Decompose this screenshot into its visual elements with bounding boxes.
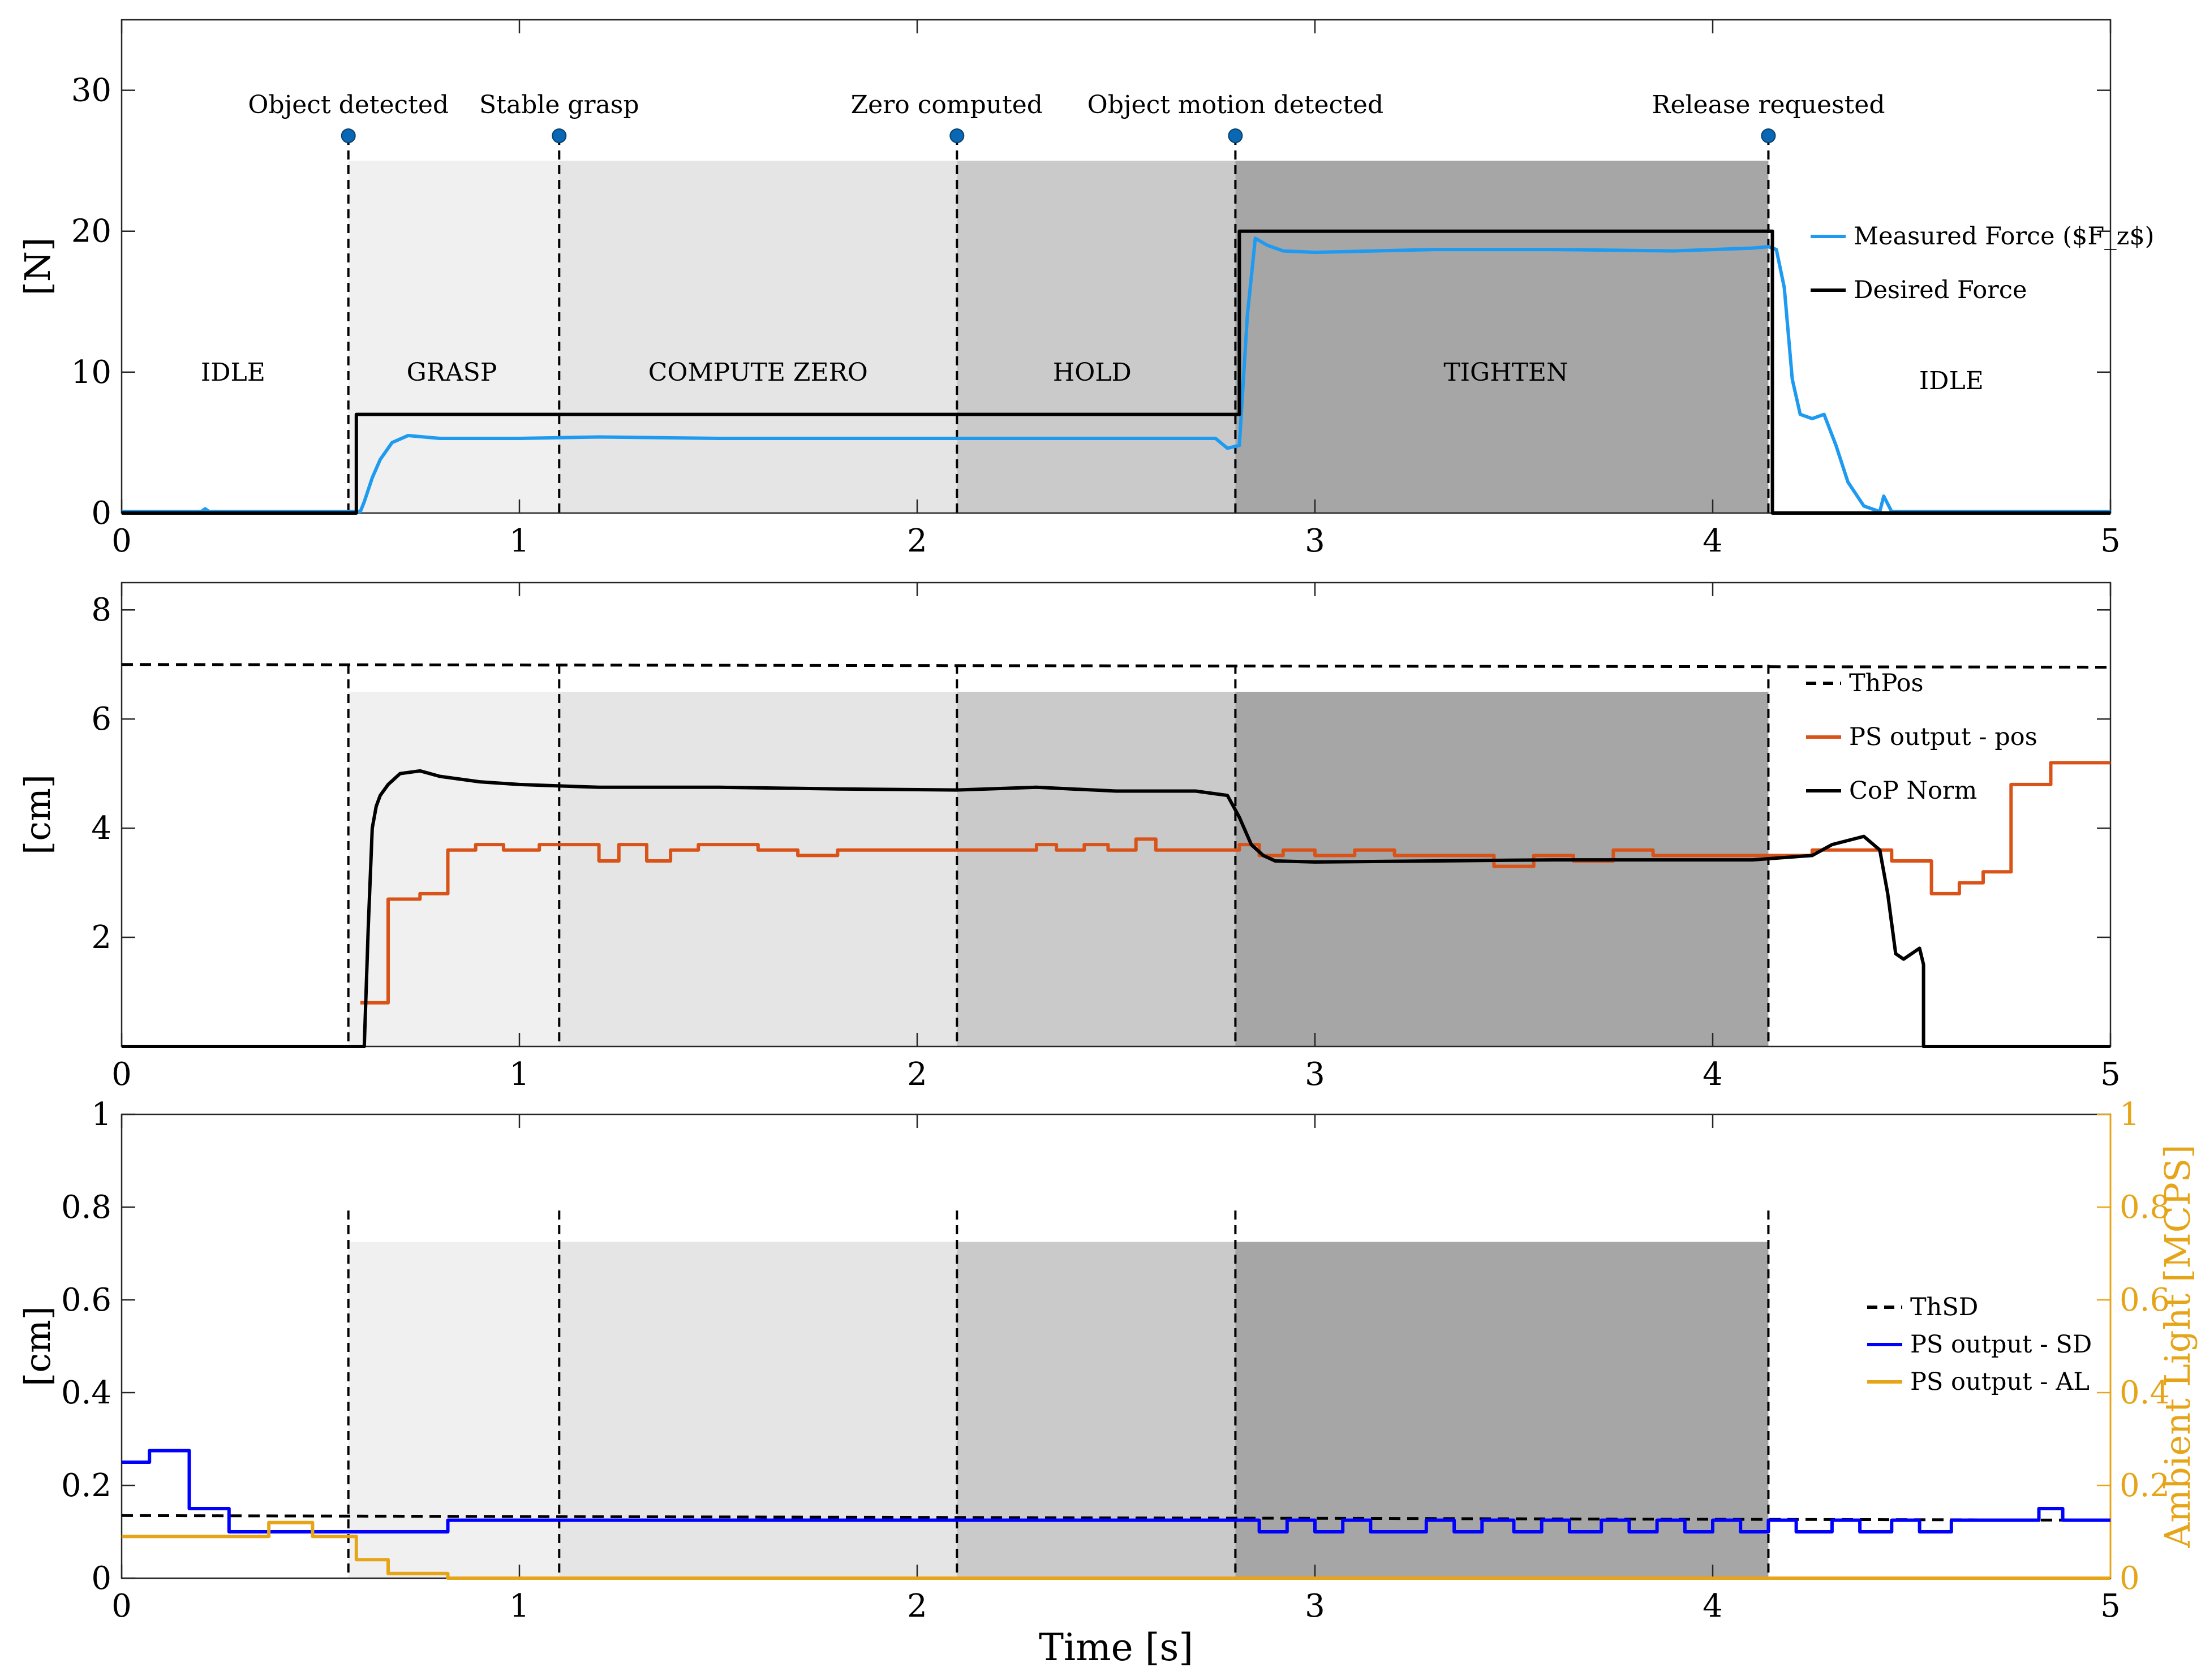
y-tick-label: 6 <box>91 701 111 738</box>
y-tick-label: 0.4 <box>61 1375 111 1411</box>
x-tick-label: 4 <box>1703 1588 1723 1625</box>
y-tick-label: 0.6 <box>61 1282 111 1319</box>
y-tick-label: 4 <box>91 810 111 847</box>
event-marker <box>1228 128 1243 143</box>
series-line <box>122 1449 2110 1533</box>
right-y-tick-label: 0 <box>2120 1560 2140 1597</box>
state-label: TIGHTEN <box>1443 358 1568 387</box>
event-marker <box>1761 128 1776 143</box>
y-tick-label: 8 <box>91 592 111 628</box>
legend-label: PS output - AL <box>1910 1368 2090 1396</box>
state-shading <box>957 1242 1236 1578</box>
state-shading <box>559 161 957 514</box>
x-tick-label: 1 <box>509 523 530 559</box>
series-line <box>360 761 2110 1005</box>
state-label: IDLE <box>201 358 265 387</box>
event-label: Object detected <box>248 91 449 119</box>
event-label: Release requested <box>1652 91 1885 119</box>
y-tick-label: 0 <box>91 1560 111 1597</box>
right-y-tick-label: 1 <box>2120 1096 2140 1133</box>
right-y-tick-label: 0.2 <box>2120 1467 2170 1504</box>
x-tick-label: 0 <box>111 523 132 559</box>
axes-box <box>121 19 2112 514</box>
y-tick-label: 0.8 <box>61 1189 111 1226</box>
series-line <box>121 663 2111 669</box>
state-label: COMPUTE ZERO <box>648 358 868 387</box>
y-tick-label: 0 <box>91 495 111 532</box>
state-shading <box>559 1242 957 1578</box>
y-tick-label: 2 <box>91 919 111 956</box>
x-tick-label: 1 <box>509 1056 530 1093</box>
x-tick-label: 4 <box>1703 1056 1723 1093</box>
x-tick-label: 5 <box>2100 1588 2121 1625</box>
axes-box <box>121 581 2112 1048</box>
right-y-axis-label: Ambient Light [MCPS] <box>2157 1144 2198 1548</box>
x-tick-label: 4 <box>1703 523 1723 559</box>
x-tick-label: 5 <box>2100 523 2121 559</box>
y-axis-label: [N] <box>17 238 58 296</box>
event-label: Zero computed <box>851 91 1043 119</box>
x-tick-label: 3 <box>1305 1588 1325 1625</box>
y-axis-label: [cm] <box>17 774 58 855</box>
state-shading <box>1235 1242 1769 1578</box>
state-shading <box>1235 161 1769 514</box>
force-panel: 0 1 2 3 4 5 0 10 20 30 [N] Object detected Stable gr… <box>17 19 2154 559</box>
x-tick-label: 0 <box>111 1588 132 1625</box>
legend-label: ThPos <box>1849 669 1924 697</box>
x-tick-label: 3 <box>1305 523 1325 559</box>
y-tick-label: 1 <box>91 1096 111 1133</box>
x-tick-label: 3 <box>1305 1056 1325 1093</box>
x-tick-label: 1 <box>509 1588 530 1625</box>
y-tick-label: 10 <box>71 354 111 391</box>
y-axis-label: [cm] <box>17 1306 58 1386</box>
series-line <box>122 236 2110 514</box>
state-shading <box>559 691 957 1046</box>
right-y-tick-label: 0.6 <box>2120 1282 2170 1319</box>
x-axis-label: Time [s] <box>1039 1626 1193 1669</box>
x-tick-label: 5 <box>2100 1056 2121 1093</box>
legend-label: PS output - pos <box>1849 723 2037 751</box>
state-label: GRASP <box>407 358 497 387</box>
event-marker <box>552 128 567 143</box>
x-tick-label: 2 <box>907 1588 927 1625</box>
event-label: Stable grasp <box>479 91 639 119</box>
legend-label: ThSD <box>1910 1293 1978 1321</box>
legend-label: Measured Force ($F_z$) <box>1854 222 2154 251</box>
x-tick-label: 2 <box>907 1056 927 1093</box>
right-y-tick-label: 0.4 <box>2120 1375 2170 1411</box>
y-tick-label: 30 <box>71 72 111 109</box>
x-tick-label: 2 <box>907 523 927 559</box>
series-line <box>122 1520 2110 1580</box>
right-y-tick-label: 0.8 <box>2120 1189 2170 1226</box>
legend-label: Desired Force <box>1854 276 2027 304</box>
state-shading <box>957 691 1236 1046</box>
state-shading <box>348 1242 560 1578</box>
state-shading <box>1235 691 1769 1046</box>
state-label: IDLE <box>1919 367 1984 395</box>
legend-label: CoP Norm <box>1849 777 1977 805</box>
x-tick-label: 0 <box>111 1056 132 1093</box>
state-shading <box>957 161 1236 514</box>
y-tick-label: 0.2 <box>61 1467 111 1504</box>
y-tick-label: 20 <box>71 213 111 250</box>
state-shading <box>348 691 560 1046</box>
event-marker <box>949 128 965 143</box>
legend-label: PS output - SD <box>1910 1330 2092 1359</box>
state-label: HOLD <box>1053 358 1132 387</box>
series-line <box>122 769 2110 1048</box>
event-label: Object motion detected <box>1087 91 1383 119</box>
series-line <box>122 229 2110 515</box>
event-marker <box>341 128 356 143</box>
